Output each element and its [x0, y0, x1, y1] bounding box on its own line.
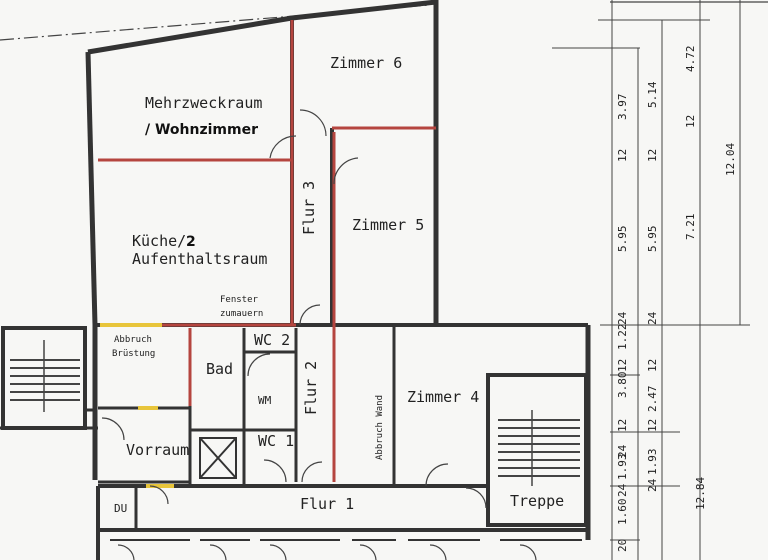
annotation-kueche-number: 2 — [186, 234, 196, 250]
dim-text: 1.93 — [646, 449, 659, 476]
door-swings — [101, 109, 537, 560]
dim-text: 12 — [616, 359, 629, 372]
dim-text: 24 — [616, 483, 629, 497]
dim-text: 12 — [616, 419, 629, 432]
room-label-wm: WM — [258, 394, 272, 407]
dim-text: 5.95 — [646, 226, 659, 253]
dim-text: 3.80 — [616, 372, 629, 399]
dim-text: 3.97 — [616, 94, 629, 121]
demolition-walls — [98, 20, 436, 482]
dimension-column-1: 3.97 12 5.95 24 1.22 12 3.80 12 24 1.93 … — [616, 94, 629, 553]
dim-text: 1.22 — [616, 324, 629, 351]
stair-left — [10, 340, 80, 412]
room-label-flur1: Flur 1 — [300, 495, 354, 513]
dim-text: 1.60 — [616, 499, 629, 526]
note-bruestung: Brüstung — [112, 349, 155, 359]
dim-text: 4.72 — [684, 46, 697, 73]
room-label-aufenthaltsraum: Aufenthaltsraum — [132, 250, 267, 268]
note-abbruch: Abbruch — [114, 335, 152, 345]
room-label-zimmer5: Zimmer 5 — [352, 216, 424, 234]
dim-text: 1.93 — [616, 454, 629, 481]
room-label-flur2: Flur 2 — [302, 361, 320, 415]
stair-right — [498, 410, 580, 486]
room-label-vorraum: Vorraum — [126, 441, 189, 459]
dim-text: 24 — [616, 444, 629, 458]
dim-text: 24 — [646, 478, 659, 492]
room-label-zimmer6: Zimmer 6 — [330, 54, 402, 72]
dim-text: 12 — [616, 149, 629, 162]
room-label-treppe: Treppe — [510, 492, 564, 510]
room-label-wc1: WC 1 — [258, 432, 294, 450]
dimension-lines — [552, 0, 750, 560]
dimension-column-4: 12.04 12.84 — [694, 143, 737, 510]
dim-text: 20 — [616, 539, 629, 552]
dim-text: 12 — [646, 359, 659, 372]
dim-text: 5.14 — [646, 81, 659, 108]
dim-text: 12 — [684, 115, 697, 128]
dim-text: 12.04 — [724, 143, 737, 176]
dim-text: 12.84 — [694, 477, 707, 510]
dim-text: 12 — [646, 419, 659, 432]
room-label-du: DU — [114, 502, 127, 515]
dim-text: 2.47 — [646, 386, 659, 413]
room-label-wc2: WC 2 — [254, 331, 290, 349]
dimension-column-3: 4.72 12 7.21 — [684, 46, 697, 241]
room-label-mehrzweckraum: Mehrzweckraum — [145, 94, 262, 112]
shaft-cross — [199, 437, 237, 479]
dim-text: 7.21 — [684, 214, 697, 241]
note-zumauern: zumauern — [220, 309, 263, 319]
note-abbruch-wand: Abbruch Wand — [375, 395, 385, 460]
room-label-zimmer4: Zimmer 4 — [407, 388, 479, 406]
dim-text: 24 — [646, 311, 659, 325]
dimension-column-2: 5.14 12 5.95 24 12 2.47 12 1.93 24 — [646, 81, 659, 492]
room-label-bad: Bad — [206, 360, 233, 378]
dim-text: 12 — [646, 149, 659, 162]
room-label-flur3: Flur 3 — [300, 181, 318, 235]
room-label-kueche: Küche/ — [132, 232, 186, 250]
outer-walls — [0, 0, 591, 560]
note-fenster: Fenster — [220, 295, 259, 305]
dim-text: 24 — [616, 311, 629, 325]
dim-text: 5.95 — [616, 226, 629, 253]
annotation-wohnzimmer: / Wohnzimmer — [145, 122, 258, 138]
